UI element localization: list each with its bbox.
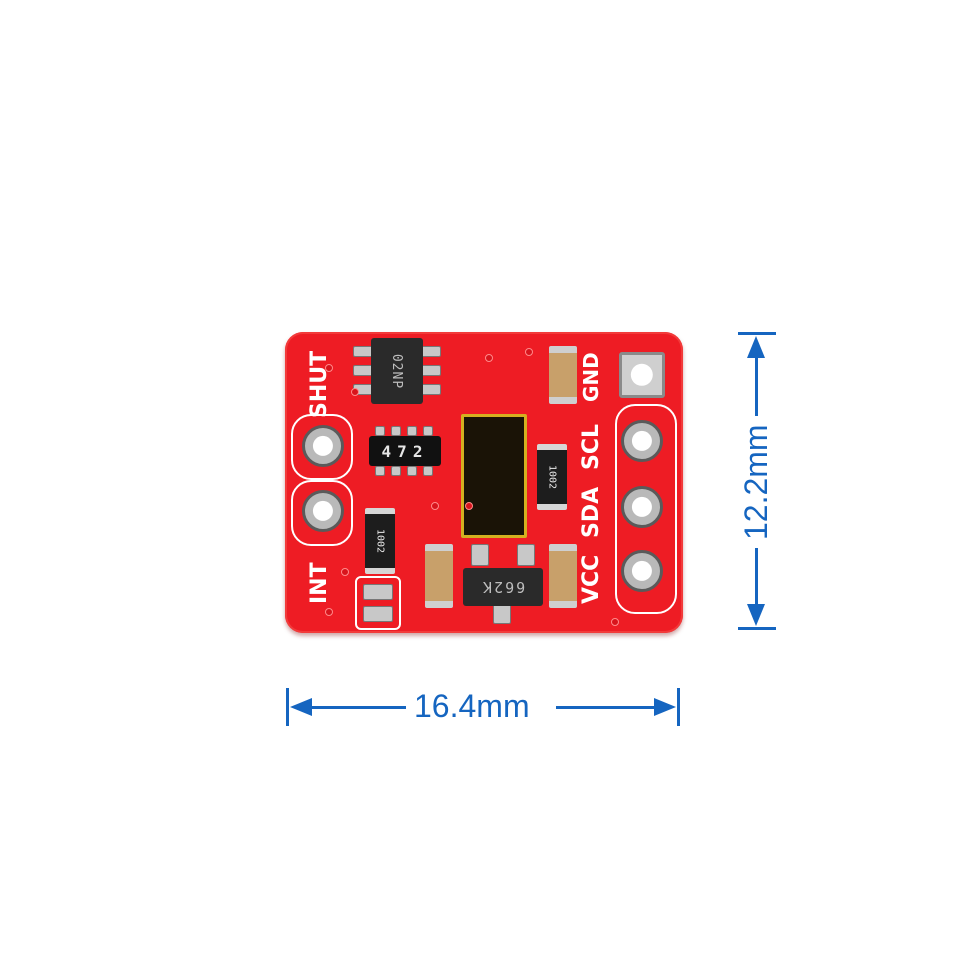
height-dim-bottom-line [755,548,758,604]
pin-pad-scl [621,420,663,462]
sot23-chip: 662K [463,568,543,606]
chip-marking-02np: 02NP [389,353,405,389]
via [525,348,533,356]
optical-sensor-chip [461,414,527,538]
chip-lead [517,544,535,566]
chip-lead [471,544,489,566]
array-lead [423,466,433,476]
chip-lead [353,365,373,376]
width-dim-left-arrow-icon [290,698,312,716]
left-header-outline-bottom [291,480,353,546]
width-dim-right-arrow-icon [654,698,676,716]
via [325,364,333,372]
array-lead [375,426,385,436]
array-lead [407,466,417,476]
chip-lead [353,346,373,357]
chip-lead [421,365,441,376]
array-lead [375,466,385,476]
resistor-marking: 1002 [374,528,386,554]
array-lead [391,466,401,476]
via [485,354,493,362]
capacitor-bottom-right [549,544,577,608]
height-dim-bottom-tick [738,627,776,630]
silk-label-sda: SDA [579,486,604,538]
pcb-board: SHUT INT GND SCL SDA VCC 02NP 472 1002 1… [285,332,683,633]
array-lead [407,426,417,436]
array-marking-472: 472 [381,441,429,461]
width-dim-right-tick [677,688,680,726]
pin-pad-vcc [621,550,663,592]
array-lead [423,426,433,436]
array-lead [391,426,401,436]
via [325,608,333,616]
width-dim-left-tick [286,688,289,726]
chip-lead [421,346,441,357]
left-header-outline-top [291,414,353,480]
height-dimension-label: 12.2mm [738,424,774,540]
silk-label-shut: SHUT [307,350,332,418]
width-dim-right-line [556,706,654,709]
height-dim-top-tick [738,332,776,335]
via [341,568,349,576]
pin-pad-shut [302,425,344,467]
width-dim-left-line [310,706,406,709]
pin-pad-sda [621,486,663,528]
silk-label-gnd: GND [579,352,603,402]
pin-pad-gnd [619,352,665,398]
height-dim-top-arrow-icon [747,336,765,358]
height-dim-top-line [755,356,758,416]
silk-label-vcc: VCC [579,554,604,604]
capacitor-top-right [549,346,577,404]
sot23-6-chip: 02NP [371,338,423,404]
chip-lead [421,384,441,395]
small-pad [363,606,393,622]
small-pad [363,584,393,600]
via [351,388,359,396]
via [465,502,473,510]
silk-label-int: INT [307,562,332,604]
resistor-marking: 1002 [546,464,558,490]
right-header-outline [615,404,677,614]
resistor-right: 1002 [537,444,567,510]
chip-lead [493,604,511,624]
footprint-outline [355,576,401,630]
via [431,502,439,510]
resistor-array: 472 [369,436,441,466]
pin-pad-int [302,490,344,532]
silk-label-scl: SCL [579,423,604,470]
height-dim-bottom-arrow-icon [747,604,765,626]
via [611,618,619,626]
width-dimension-label: 16.4mm [414,688,530,724]
resistor-left: 1002 [365,508,395,574]
chip-marking-662k: 662K [480,578,526,596]
capacitor-bottom-center [425,544,453,608]
